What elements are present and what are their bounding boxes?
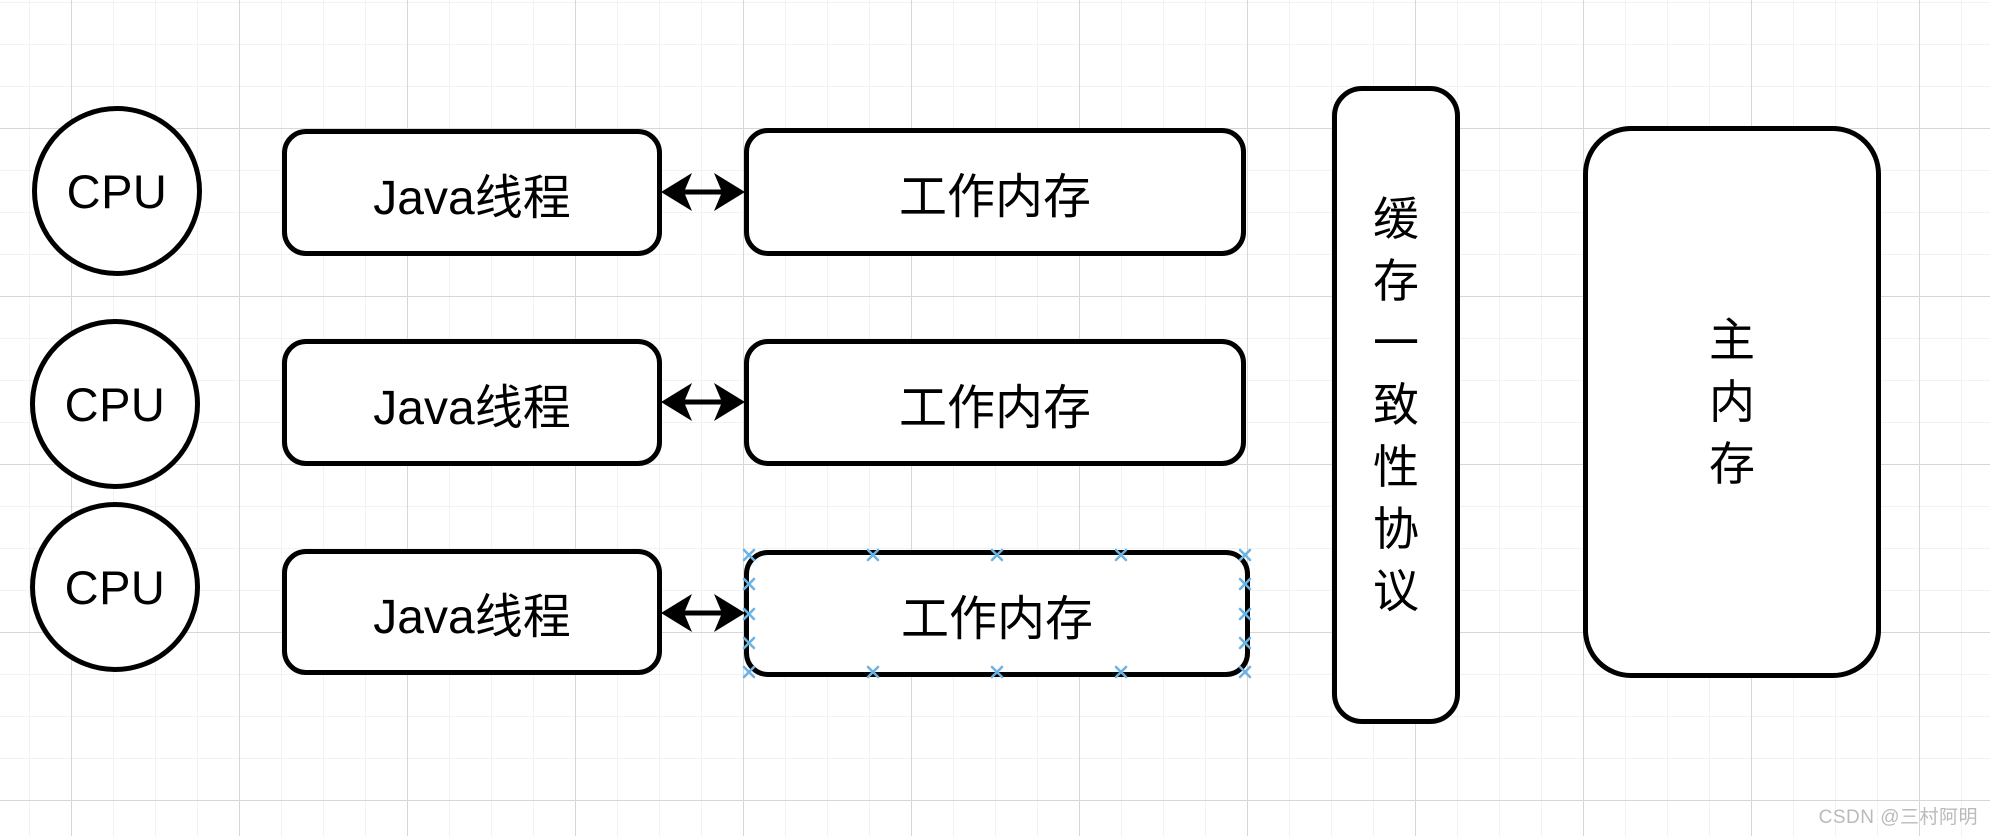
- watermark-text: CSDN @三村阿明: [1818, 807, 1978, 828]
- java-thread-node-1[interactable]: Java线程: [282, 129, 662, 256]
- x-connection-point-icon[interactable]: [1113, 547, 1129, 563]
- x-connection-point-icon[interactable]: [989, 547, 1005, 563]
- double-headed-arrow-icon[interactable]: [661, 591, 745, 635]
- cache-coherence-protocol-label: 缓存一致性协议: [1373, 193, 1419, 617]
- working-memory-node-2[interactable]: 工作内存: [744, 339, 1246, 466]
- working-memory-node-1[interactable]: 工作内存: [744, 128, 1246, 256]
- working-memory-node-1-label: 工作内存: [898, 171, 1091, 224]
- x-connection-point-icon[interactable]: [1237, 635, 1253, 651]
- cpu-node-2[interactable]: CPU: [30, 319, 200, 489]
- java-thread-node-3-label: Java线程: [373, 591, 571, 644]
- cpu-node-1-label: CPU: [66, 164, 168, 218]
- x-connection-point-icon[interactable]: [989, 664, 1005, 680]
- x-connection-point-icon[interactable]: [741, 547, 757, 563]
- working-memory-node-2-label: 工作内存: [898, 381, 1091, 435]
- x-connection-point-icon[interactable]: [1237, 576, 1253, 592]
- java-thread-node-2[interactable]: Java线程: [282, 339, 662, 466]
- x-connection-point-icon[interactable]: [865, 547, 881, 563]
- cache-coherence-protocol-node[interactable]: 缓存一致性协议: [1332, 86, 1460, 724]
- double-headed-arrow-icon[interactable]: [661, 380, 745, 424]
- java-thread-node-3[interactable]: Java线程: [282, 549, 662, 675]
- working-memory-node-3-selected[interactable]: 工作内存: [741, 547, 1253, 680]
- x-connection-point-icon[interactable]: [865, 664, 881, 680]
- cpu-node-3[interactable]: CPU: [30, 502, 200, 672]
- java-thread-node-2-label: Java线程: [373, 381, 571, 435]
- main-memory-label: 主内存: [1709, 314, 1755, 490]
- cpu-node-2-label: CPU: [64, 377, 166, 431]
- x-connection-point-icon[interactable]: [1237, 547, 1253, 563]
- double-headed-arrow-icon[interactable]: [661, 170, 745, 214]
- x-connection-point-icon[interactable]: [741, 576, 757, 592]
- x-connection-point-icon[interactable]: [741, 635, 757, 651]
- x-connection-point-icon[interactable]: [741, 606, 757, 622]
- working-memory-node-3-label: 工作内存: [900, 592, 1093, 646]
- x-connection-point-icon[interactable]: [741, 664, 757, 680]
- x-connection-point-icon[interactable]: [1237, 664, 1253, 680]
- cpu-node-3-label: CPU: [64, 560, 166, 614]
- x-connection-point-icon[interactable]: [1113, 664, 1129, 680]
- cpu-node-1[interactable]: CPU: [32, 106, 202, 276]
- java-thread-node-1-label: Java线程: [373, 171, 571, 225]
- main-memory-node[interactable]: 主内存: [1583, 126, 1881, 678]
- x-connection-point-icon[interactable]: [1237, 606, 1253, 622]
